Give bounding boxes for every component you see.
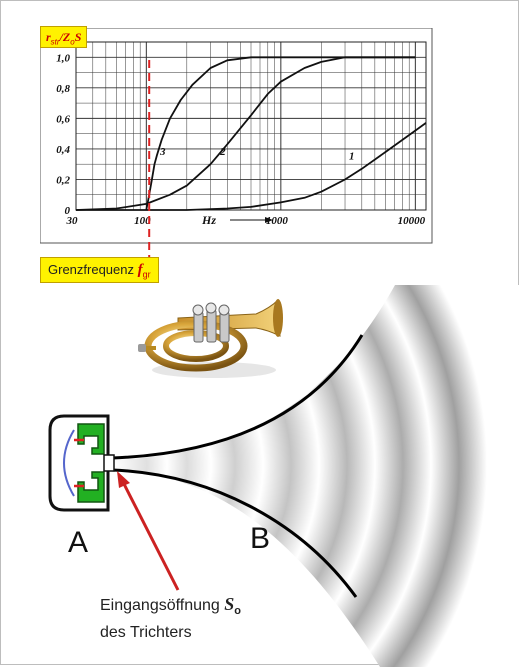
x-tick-label: 1000 (266, 215, 289, 227)
horn-upper-wall (111, 334, 364, 460)
y-label-o: o (70, 37, 75, 47)
eingang-line1: Eingangsöffnung So (100, 594, 242, 618)
eingang-line2: des Trichters (100, 624, 192, 642)
label-a: A (68, 526, 88, 559)
eingang-arrow-head (117, 471, 130, 488)
eingang-caption: Eingangsöffnung So des Trichters (100, 594, 241, 643)
y-label-s: S (74, 30, 82, 44)
y-tick-labels: 0 0,2 0,4 0,6 0,8 1,0 (56, 52, 70, 217)
x-tick-label: 30 (66, 215, 79, 227)
trumpet-photo (138, 288, 288, 396)
label-b: B (250, 522, 270, 555)
frequency-chart: 30 100 1000 10000 0 0,2 0,4 0,6 0,8 1,0 3 2 1 Hz (40, 28, 433, 244)
curve-3 (145, 56, 416, 211)
y-label-r: r (46, 30, 51, 44)
y-tick-label: 1,0 (56, 52, 70, 64)
y-tick-label: 0,2 (56, 174, 70, 186)
grenzfrequenz-tag: Grenzfrequenz fgr (40, 257, 159, 283)
y-tick-label: 0,6 (56, 113, 70, 125)
chart-curves (75, 56, 427, 211)
curve-1 (76, 122, 427, 211)
y-label-z: /Z (59, 30, 71, 44)
driver-unit (48, 414, 115, 512)
grenzfrequenz-text: Grenzfrequenz (48, 262, 138, 277)
x-tick-labels: 30 100 1000 10000 (66, 215, 426, 227)
x-tick-label: 10000 (398, 215, 426, 227)
grenzfrequenz-sub: gr (142, 269, 151, 280)
x-unit-label: Hz (201, 213, 216, 227)
eingang-arrow-line (122, 483, 180, 591)
x-tick-label: 100 (134, 215, 151, 227)
y-tick-label: 0,8 (56, 83, 70, 95)
y-tick-label: 0,4 (56, 144, 70, 156)
grenzfrequenz-f: f (137, 262, 143, 278)
x-axis-arrow-head (265, 217, 273, 223)
horn-lower-wall (111, 468, 358, 598)
curve-labels: 3 2 1 (159, 146, 355, 163)
eingang-s: S (224, 594, 235, 614)
plot-area (75, 41, 427, 211)
horn-diagram: A B (48, 285, 521, 667)
y-axis-label-tag: rstr/ZoS (40, 26, 88, 48)
curve-label-2: 2 (219, 146, 226, 158)
eingang-s-sub: o (234, 605, 242, 618)
y-label-str: str (50, 37, 60, 47)
y-tick-label: 0 (65, 205, 71, 217)
curve-2 (75, 56, 416, 211)
curve-label-1: 1 (349, 151, 355, 163)
curve-label-3: 3 (159, 146, 166, 158)
